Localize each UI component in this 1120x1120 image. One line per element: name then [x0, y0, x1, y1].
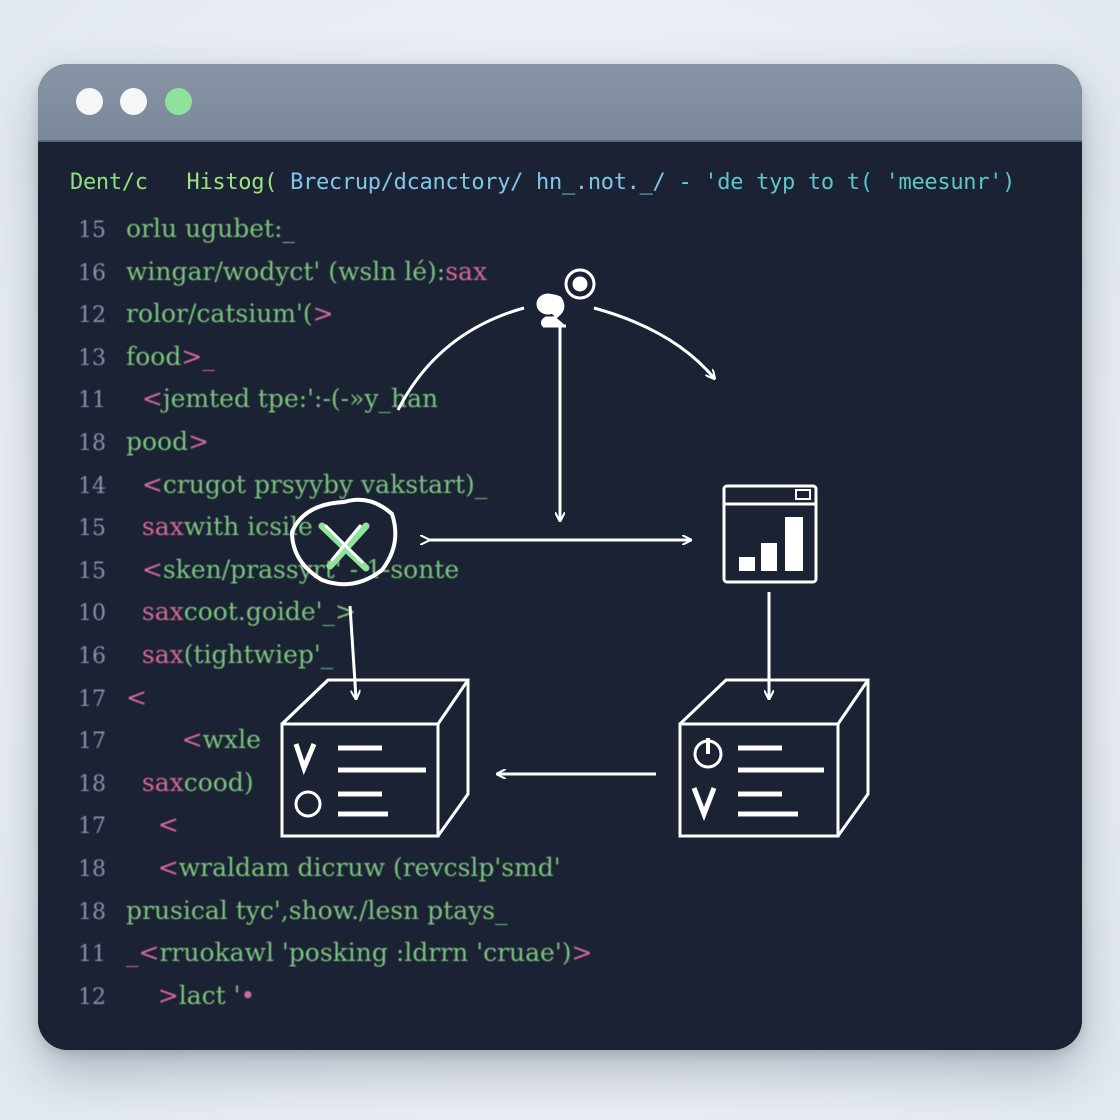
close-button[interactable]: [76, 88, 103, 115]
code-line: 18 pood>: [78, 427, 209, 467]
maximize-button[interactable]: [165, 88, 192, 115]
power-checklist-icon: [678, 678, 870, 838]
code-text: wingar/wodyct' (wsln lé):: [126, 256, 446, 286]
header-token-1: Dent/c: [70, 170, 148, 195]
code-token-suffix: >: [312, 299, 334, 329]
code-line: 12 >lact '•: [78, 981, 255, 1021]
code-line: 10 saxcoot.goide'_>: [78, 597, 356, 637]
code-text: prusical tyc',show./lesn ptays_: [126, 895, 508, 925]
line-number: 15: [78, 218, 106, 243]
line-number: 18: [78, 857, 106, 882]
code-text: (tightwiep'_: [183, 640, 334, 669]
code-line: 13 food>_: [78, 342, 215, 382]
code-token-prefix: sax: [126, 640, 184, 669]
arc-to-chart-node: [593, 306, 714, 378]
code-line: 15 <sken/prassyrt' - 1-sonte: [78, 555, 459, 595]
code-text: lact ': [178, 980, 241, 1010]
code-line: 15 saxwith icsile: [78, 512, 313, 552]
code-token-suffix: <: [126, 810, 179, 840]
x-mark-icon: [289, 497, 398, 587]
code-text: sken/prassyrt' - 1-sonte: [162, 554, 460, 584]
header-token-4: 'de typ to t( 'meesunr'): [704, 170, 1016, 195]
code-token-suffix: •: [240, 980, 256, 1010]
code-line: 14 <crugot prsyyby vakstart)_: [78, 470, 487, 510]
line-number: 16: [78, 644, 106, 669]
code-token-suffix: sax: [445, 256, 488, 286]
code-token-prefix: <: [126, 725, 203, 755]
line-number: 11: [78, 942, 106, 968]
code-token-prefix: <: [126, 554, 163, 584]
code-line: 16 wingar/wodyct' (wsln lé):sax: [78, 257, 487, 297]
architecture-diagram: [280, 268, 870, 838]
code-token-prefix: >: [126, 980, 179, 1010]
code-text: rruokawl 'posking :ldrrn 'cruae'): [159, 938, 572, 968]
code-text: rolor/catsium'(: [126, 299, 313, 329]
line-number: 10: [78, 601, 106, 627]
code-token-suffix: >: [188, 427, 210, 456]
code-line: 11 <jemted tpe:':-(-»y_han: [78, 384, 438, 424]
arrow-to-left-server: [348, 605, 356, 698]
arc-to-error-node: [396, 306, 525, 411]
code-line: 17 <: [78, 810, 179, 850]
bar-chart-icon: [722, 484, 818, 584]
code-line: 17 <wxle: [78, 725, 261, 765]
user-icon: [536, 268, 596, 328]
code-text: wraldam dicruw (revcslp'smd': [178, 853, 561, 882]
code-token-suffix: >: [571, 938, 593, 968]
line-number: 11: [78, 388, 106, 414]
header-token-3: Brecrup/dcanctory/ hn_.not._/ -: [290, 170, 692, 195]
code-line: 18 prusical tyc',show./lesn ptays_: [78, 896, 508, 936]
code-text: orlu ugubet:_: [126, 214, 296, 243]
code-token-prefix: sax: [126, 597, 184, 627]
line-number: 17: [78, 686, 106, 712]
line-number: 18: [78, 431, 106, 456]
code-line: 15 orlu ugubet:_: [78, 214, 295, 254]
code-line: 16 sax(tightwiep'_: [78, 640, 333, 680]
code-line: 18 <wraldam dicruw (revcslp'smd': [78, 853, 561, 893]
code-text: jemted tpe:':-(-»y_han: [162, 384, 439, 414]
code-text: food: [126, 341, 182, 371]
code-editor[interactable]: Dent/c Histog( Brecrup/dcanctory/ hn_.no…: [38, 142, 1082, 1050]
code-token-prefix: <: [126, 469, 163, 499]
code-token-prefix: sax: [126, 512, 184, 542]
line-number: 15: [78, 558, 106, 584]
line-number: 12: [78, 303, 106, 329]
line-number: 14: [78, 473, 106, 499]
code-text: cood): [183, 767, 254, 797]
code-token-prefix: <: [126, 384, 163, 414]
code-token-prefix: _<: [126, 938, 160, 968]
line-number: 17: [78, 814, 106, 840]
code-text: crugot prsyyby vakstart)_: [162, 469, 488, 499]
code-text: pood: [126, 427, 189, 456]
code-token-prefix: <: [126, 853, 179, 882]
code-line: 11 _<rruokawl 'posking :ldrrn 'cruae')>: [78, 938, 592, 978]
line-number: 15: [78, 516, 106, 542]
code-token-suffix: >_: [181, 341, 215, 371]
minimize-button[interactable]: [120, 88, 147, 115]
line-number: 18: [78, 899, 106, 925]
checklist-icon: [280, 678, 470, 838]
header-token-2: Histog(: [186, 170, 278, 195]
code-text: wxle: [202, 725, 261, 755]
line-number: 12: [78, 984, 106, 1010]
code-line: 12 rolor/catsium'(>: [78, 299, 334, 339]
code-line: 17 <: [78, 683, 147, 723]
code-text: coot.goide'_>: [183, 597, 356, 627]
line-number: 16: [78, 260, 106, 286]
code-token-suffix: <: [126, 682, 147, 712]
line-number: 17: [78, 729, 106, 755]
line-number: 18: [78, 771, 106, 797]
code-token-prefix: sax: [126, 767, 184, 797]
line-number: 13: [78, 345, 106, 371]
code-line: 18 saxcood): [78, 768, 254, 808]
title-bar[interactable]: [38, 64, 1082, 142]
editor-window: Dent/c Histog( Brecrup/dcanctory/ hn_.no…: [38, 64, 1082, 1050]
editor-header-line: Dent/c Histog( Brecrup/dcanctory/ hn_.no…: [70, 170, 1015, 195]
